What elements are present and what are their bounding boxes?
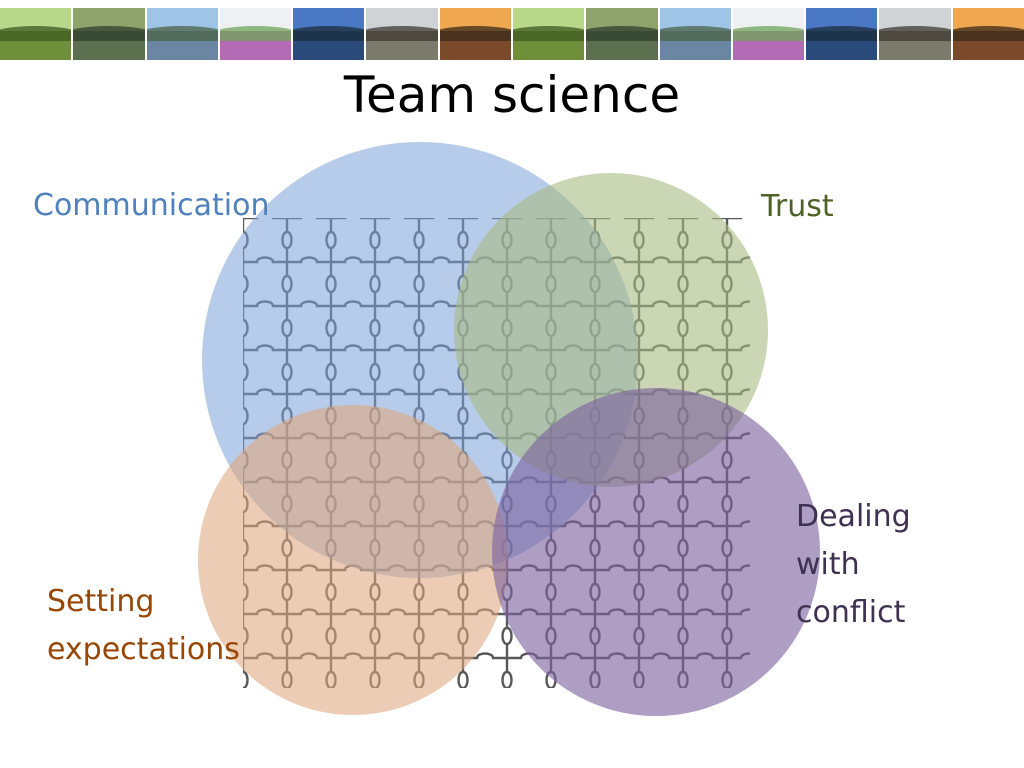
great-lakes-map-photo <box>73 8 145 60</box>
dealing-with-conflict-circle <box>492 388 820 716</box>
conflict-label-line: Dealing <box>796 499 911 534</box>
expectations-label-line: expectations <box>47 632 240 667</box>
communication-label: Communication <box>33 188 270 223</box>
slide-title: Team science <box>343 66 681 124</box>
misty-shore-photo <box>366 8 438 60</box>
sunset-lake-photo <box>439 8 511 60</box>
green-lake-photo-2 <box>512 8 585 60</box>
photo-banner <box>0 8 1024 60</box>
conflict-label-line: conflict <box>796 595 906 630</box>
blue-lake-pines-photo <box>293 8 365 60</box>
conflict-label-line: with <box>796 547 860 582</box>
trust-label: Trust <box>761 189 834 224</box>
lake-reflection-photo-2 <box>659 8 731 60</box>
dealing-with-conflict-label: Dealing with conflict <box>796 493 936 637</box>
sunset-lake-photo-2 <box>952 8 1024 60</box>
setting-expectations-label: Setting expectations <box>47 578 277 674</box>
people-holding-hands-photo-2 <box>732 8 805 60</box>
lake-reflection-photo <box>146 8 218 60</box>
misty-shore-photo-2 <box>879 8 951 60</box>
setting-expectations-circle <box>198 405 508 715</box>
green-lake-photo <box>0 8 72 60</box>
blue-lake-pines-photo-2 <box>806 8 878 60</box>
great-lakes-map-photo-2 <box>586 8 658 60</box>
people-holding-hands-photo <box>219 8 292 60</box>
expectations-label-line: Setting <box>47 584 155 619</box>
